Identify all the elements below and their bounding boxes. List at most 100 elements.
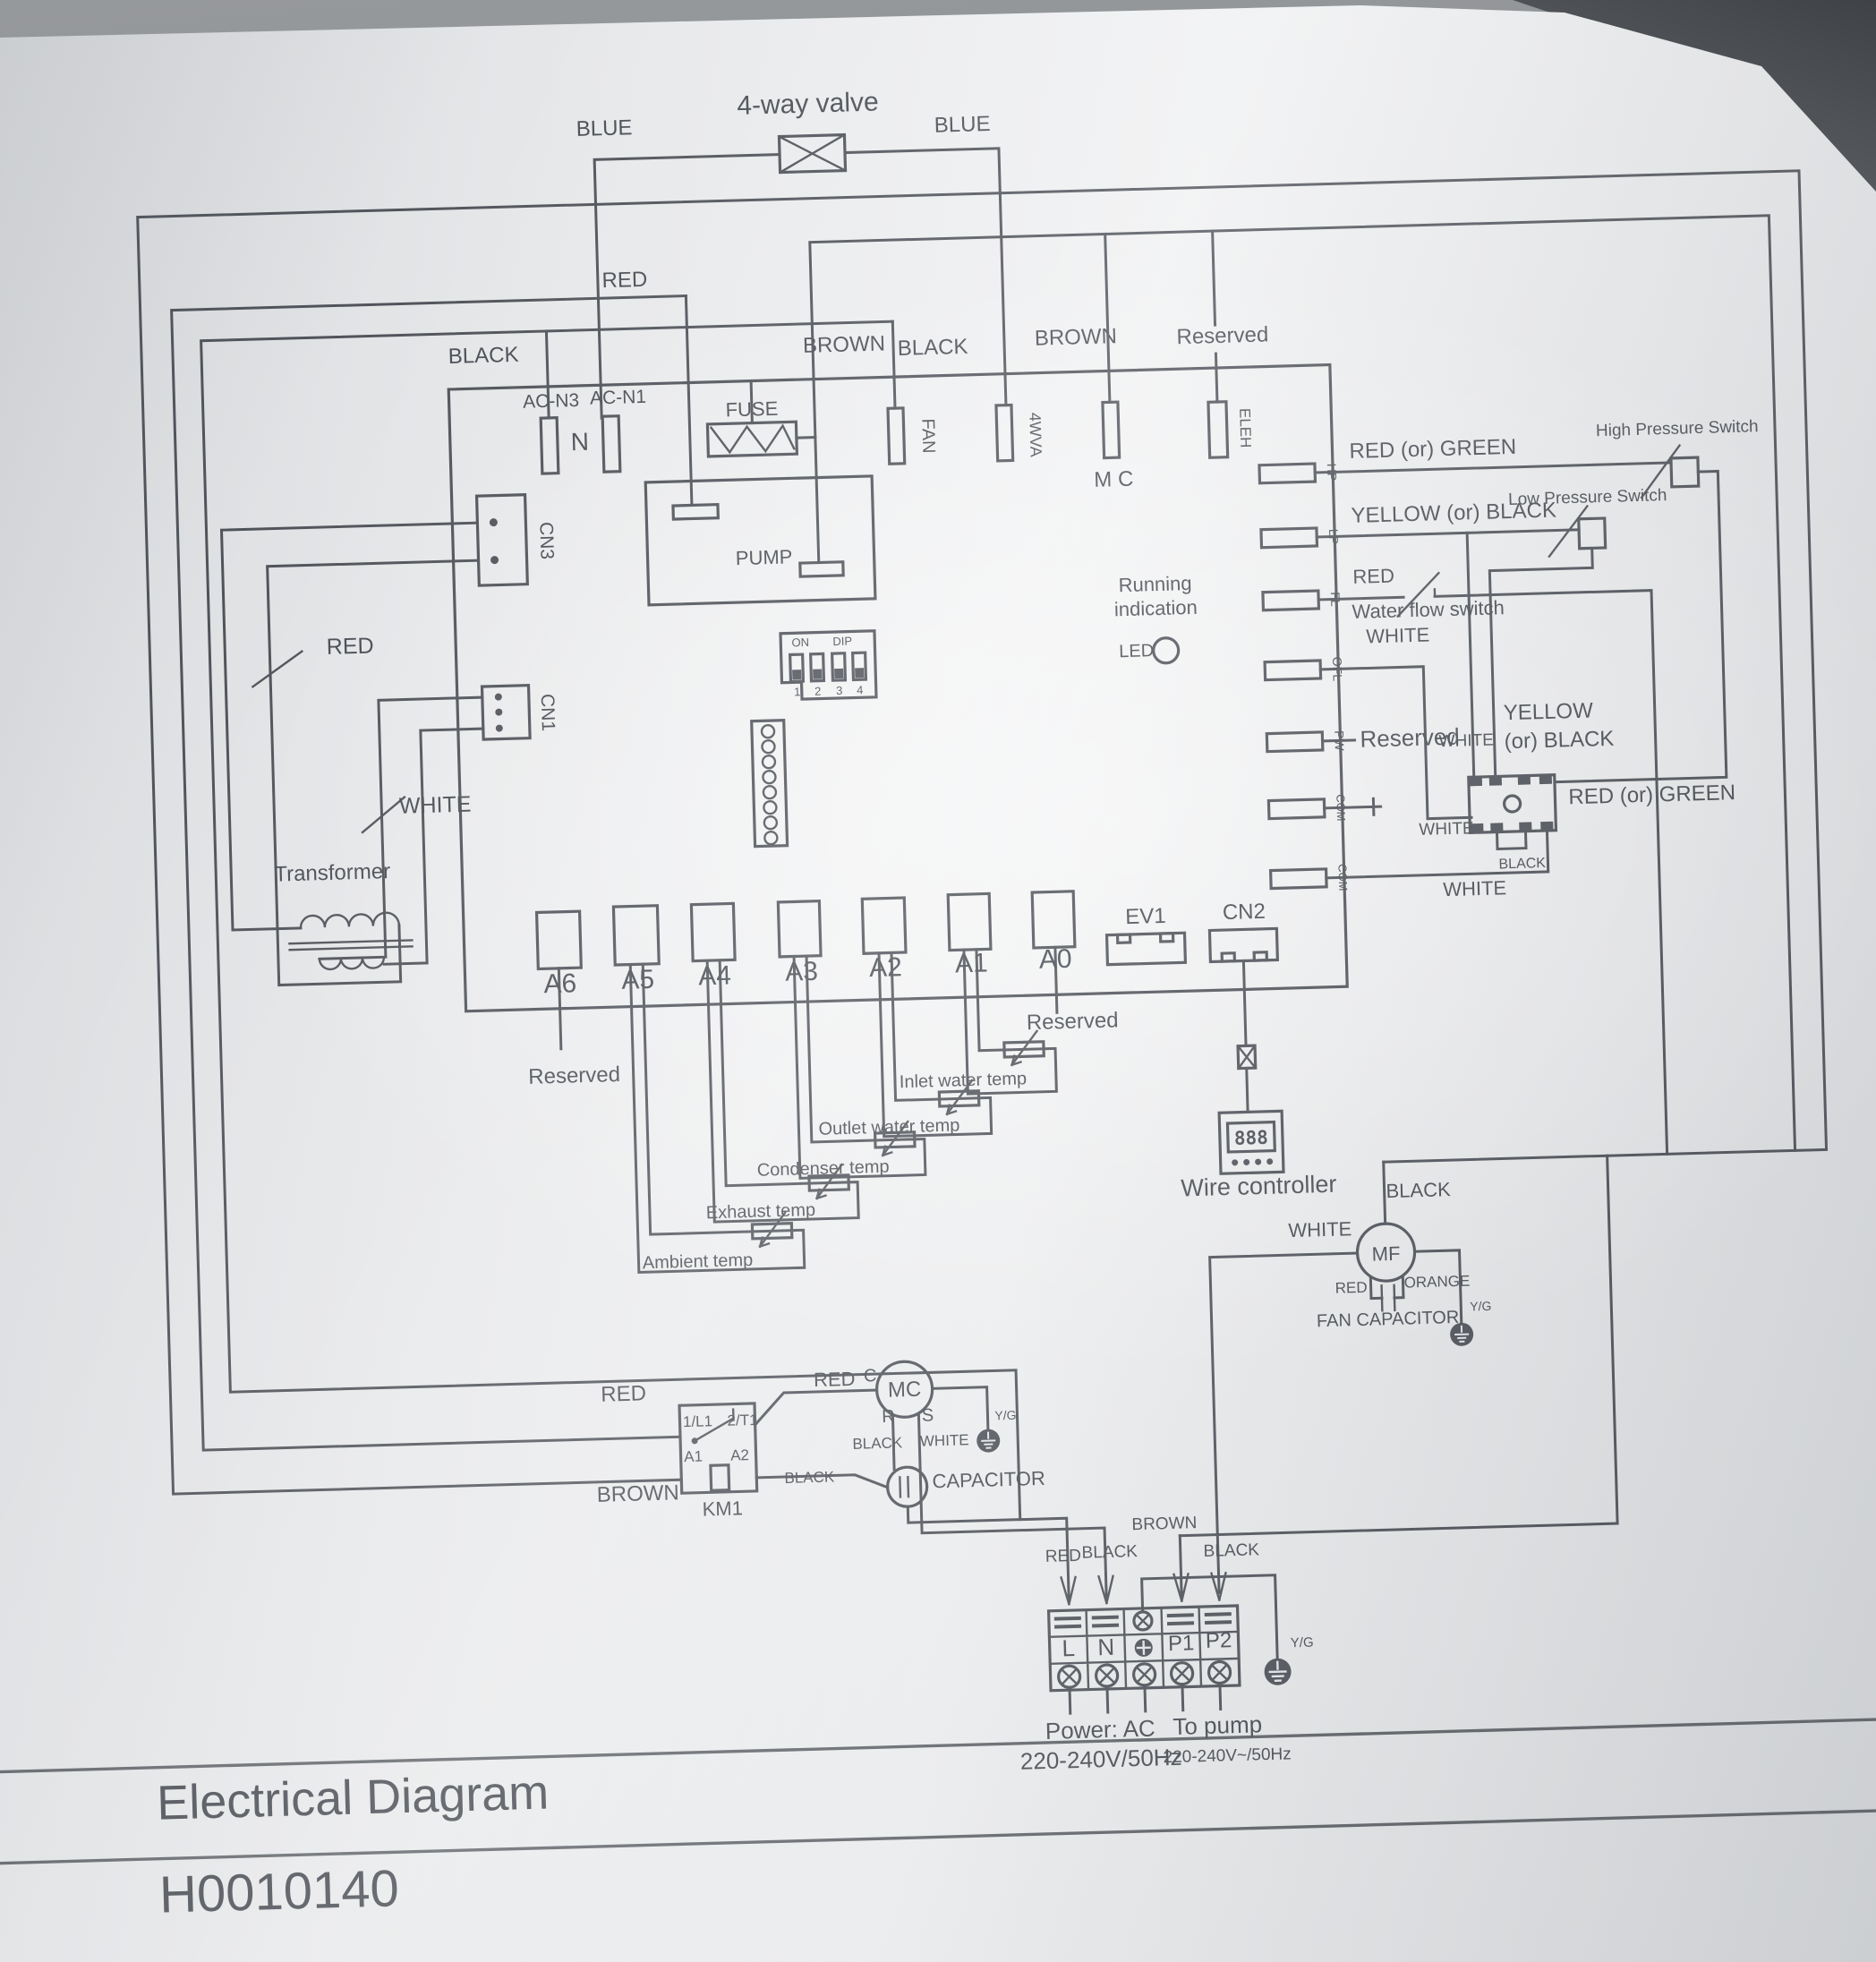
term-n-label: N	[1097, 1634, 1115, 1661]
a4-label: A4	[698, 960, 732, 991]
ground-symbol-mc	[976, 1429, 1001, 1453]
lp-wire	[1315, 528, 1581, 539]
wire-controller-circuit	[1217, 959, 1285, 1175]
ambient-temp-label: Ambient temp	[643, 1250, 754, 1273]
transformer-primary-coil	[299, 911, 401, 930]
terminal-stubs	[1068, 1681, 1223, 1715]
cn1-secondary-wire1	[318, 695, 484, 960]
wire-controller-unit	[1217, 1109, 1285, 1175]
pressure-and-flow-circuits	[1313, 443, 1728, 1156]
a0-terminal	[1030, 890, 1077, 950]
fl-wire	[1317, 589, 1669, 1156]
fan-capacitor-label: FAN CAPACITOR	[1317, 1308, 1460, 1331]
mc-yg-wire	[931, 1386, 990, 1430]
title-separator-bottom	[0, 1806, 1876, 1866]
black-n-label: BLACK	[1081, 1542, 1138, 1563]
yellow-2b-label: (or) BLACK	[1504, 727, 1614, 754]
valve-cross	[777, 132, 848, 175]
cn3-label: CN3	[535, 522, 557, 560]
com1-connector	[1266, 798, 1326, 821]
cn1-pin	[495, 724, 503, 732]
fuse-wires	[749, 380, 817, 439]
pin-header-box	[750, 719, 789, 849]
title-separator-top	[0, 1715, 1876, 1775]
cn2-label: CN2	[1222, 900, 1266, 925]
a3-terminal	[776, 900, 823, 959]
ofl-conn-label: OFL	[1330, 657, 1345, 682]
mf-black-wire	[1382, 1160, 1387, 1225]
cn3-pin	[489, 518, 498, 527]
cn1-pin	[495, 708, 503, 716]
fuse-symbol	[705, 420, 799, 458]
fan-output	[886, 406, 907, 465]
pump-v-label: 220-240V~/50Hz	[1163, 1744, 1292, 1767]
a0-stub	[1053, 945, 1059, 1014]
cn1-secondary-wire2	[382, 727, 485, 966]
part-number: H0010140	[158, 1859, 399, 1924]
mid-border-red-wire	[170, 294, 687, 1452]
a2-label: A2	[869, 952, 903, 983]
brown-net-wire	[808, 214, 1797, 1152]
fan-cap-plates	[1380, 1284, 1396, 1312]
km1-l1-label: 1/L1	[683, 1412, 713, 1430]
red-feed-wire	[684, 294, 694, 508]
relay-feed-wire	[1465, 531, 1476, 779]
km1-black-wire	[755, 1473, 890, 1489]
dip-3-label: 3	[836, 684, 843, 697]
dip-on-label: ON	[791, 636, 809, 650]
mf-white-wire	[1208, 1251, 1360, 1595]
inner-border-black-wire	[200, 320, 1022, 1522]
water-flow-switch-label: Water flow switch	[1352, 596, 1505, 623]
mc-drive-label: M C	[1094, 467, 1134, 492]
inlet-water-temp-sensor	[962, 948, 1058, 1096]
outlet-water-temp-sensor	[877, 951, 993, 1139]
condenser-temp-sensor	[792, 954, 927, 1180]
a1-terminal	[946, 891, 993, 952]
capacitor-label: CAPACITOR	[932, 1467, 1045, 1493]
fl-connector	[1261, 589, 1321, 612]
red-top-label: RED	[601, 268, 647, 293]
acn3-feed-wire	[544, 329, 550, 420]
mc-output	[1101, 400, 1121, 460]
a1-label: A1	[955, 948, 989, 978]
black-fan-top-label: BLACK	[897, 335, 968, 361]
terminal-bars	[1053, 1612, 1232, 1629]
white-com-label: WHITE	[1443, 876, 1507, 900]
ambient-temp-sensor	[628, 962, 806, 1274]
phase-relay-block	[1467, 773, 1558, 851]
power-v-label: 220-240V/50Hz	[1020, 1744, 1182, 1775]
pump-relay-pad-right	[798, 560, 845, 578]
yg-mc-label: Y/G	[994, 1408, 1017, 1423]
cn3-box	[474, 493, 529, 587]
red-mf-label: RED	[1335, 1279, 1367, 1297]
a6-stub	[557, 967, 563, 1051]
mf-orange-wire	[1412, 1249, 1463, 1325]
red-or-green-top-label: RED (or) GREEN	[1349, 435, 1516, 464]
eleh-label: ELEH	[1236, 408, 1254, 448]
inline-connector	[1236, 1044, 1258, 1071]
earth-terminal-top	[1132, 1610, 1154, 1632]
fl-conn-label: FL	[1328, 592, 1343, 607]
ground-symbol-mf	[1450, 1322, 1474, 1346]
controller-body	[1217, 1109, 1285, 1175]
reserved-feed-wire	[1211, 229, 1219, 404]
com2-white-wire	[1325, 829, 1550, 880]
border-wires	[136, 169, 1829, 1522]
relay-box	[1467, 773, 1558, 834]
white-left-label: WHITE	[399, 791, 472, 818]
ac-n1-terminal	[601, 414, 622, 473]
km1-label: KM1	[702, 1497, 743, 1520]
fan-load-label: FAN	[917, 418, 938, 454]
dip-4-label: 4	[857, 683, 864, 696]
relay-pads	[1469, 775, 1554, 832]
white-mf-label: WHITE	[1288, 1217, 1352, 1241]
km1-coil	[709, 1463, 731, 1492]
running-1-label: Running	[1118, 572, 1192, 596]
yellow-or-black-top-label: YELLOW (or) BLACK	[1351, 499, 1556, 528]
term-p1-label: P1	[1168, 1631, 1195, 1656]
to-pump-label: To pump	[1172, 1710, 1263, 1740]
term-p2-label: P2	[1206, 1628, 1232, 1653]
com2-connector	[1268, 867, 1328, 891]
ev1-label: EV1	[1125, 904, 1166, 929]
